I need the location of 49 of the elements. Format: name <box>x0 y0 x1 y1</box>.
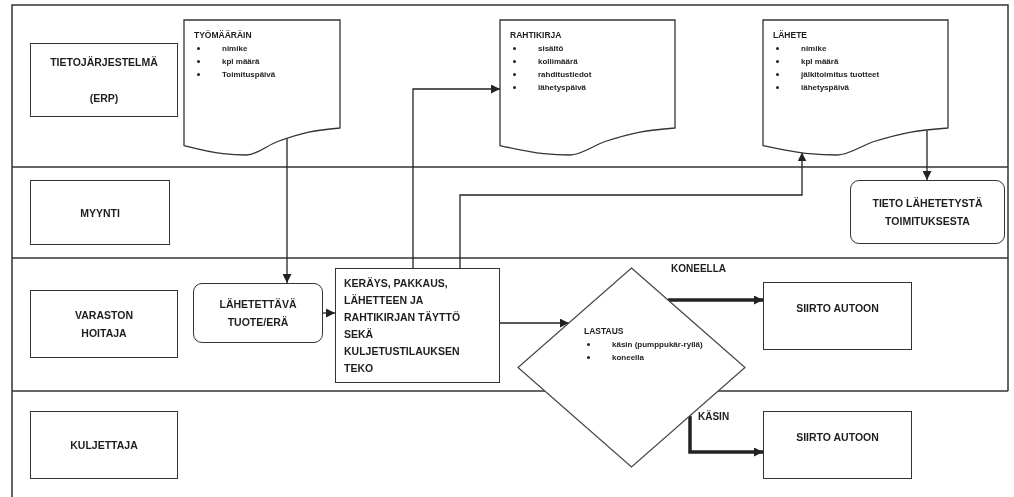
node-label: SIIRTO AUTOON <box>796 430 879 445</box>
lane-header-box <box>30 43 178 117</box>
bullet-item: kpl määrä <box>773 55 938 68</box>
process-box <box>763 282 912 350</box>
process-box <box>335 268 500 383</box>
edge-label: KÄSIN <box>697 411 731 422</box>
node-label: (ERP) <box>89 91 119 106</box>
node-label: MYYNTI <box>80 205 120 221</box>
bullet-item: nimike <box>194 42 330 55</box>
arrow <box>499 318 570 328</box>
bullet-item: Toimituspäivä <box>194 68 330 81</box>
lane-header-box <box>30 290 178 358</box>
rounded-box <box>850 180 1005 244</box>
edge-label: KONEELLA <box>670 263 727 274</box>
node-label: LÄHETETTÄVÄ TUOTE/ERÄ <box>218 297 298 330</box>
bullet-item: koneella <box>584 351 707 364</box>
node-label: TIETO LÄHETETYSTÄ TOIMITUKSESTA <box>871 196 984 229</box>
document-title: LASTAUS <box>584 325 625 338</box>
lane-header-box <box>30 411 178 479</box>
node-label: KERÄYS, PAKKAUS, LÄHETTEEN JA RAHTIKIRJAN TÄYTTÖ SEKÄ KULJETUSTILAUKSEN TEKO <box>344 275 462 376</box>
bullet-item: käsin (pumppukär-ryllä) <box>584 338 707 351</box>
arrow <box>322 308 336 318</box>
bullet-item: jälkitoimitus tuotteet <box>773 68 938 81</box>
bullet-item: rahditustiedot <box>510 68 665 81</box>
node-label: KULJETTAJA <box>70 438 138 453</box>
arrow <box>412 84 501 269</box>
bullet-item: sisältö <box>510 42 665 55</box>
node-label: VARASTON HOITAJA <box>74 308 134 341</box>
arrow <box>282 138 292 284</box>
document-shape <box>500 20 675 155</box>
process-box <box>763 411 912 479</box>
arrow <box>459 151 807 269</box>
bullet-item: lähetyspäivä <box>773 81 938 94</box>
document-title: TYÖMÄÄRÄIN <box>194 29 253 42</box>
document-shape <box>763 20 948 155</box>
bullet-item: nimike <box>773 42 938 55</box>
node-label: TIETOJÄRJESTELMÄ <box>50 55 158 70</box>
arrow <box>668 295 763 305</box>
bullet-item: kollimäärä <box>510 55 665 68</box>
node-label: SIIRTO AUTOON <box>796 301 879 316</box>
arrow <box>688 415 763 457</box>
document-shape <box>184 20 340 155</box>
lane-header-box <box>30 180 170 245</box>
document-title: RAHTIKIRJA <box>510 29 563 42</box>
rounded-box <box>193 283 323 343</box>
bullet-item: kpl määrä <box>194 55 330 68</box>
document-title: LÄHETE <box>773 29 808 42</box>
bullet-item: lähetyspäivä <box>510 81 665 94</box>
arrow <box>922 129 932 181</box>
